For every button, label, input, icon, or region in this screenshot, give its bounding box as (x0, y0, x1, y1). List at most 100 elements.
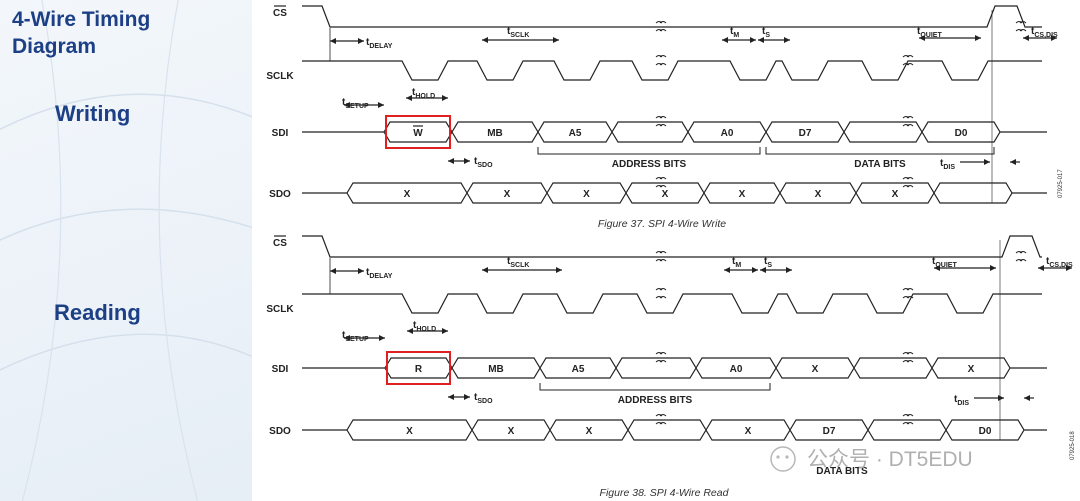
background-decoration (0, 0, 252, 501)
tsetup-label: tSETUP (342, 330, 369, 343)
tsclk-arrow-head (556, 267, 562, 273)
cs-signal-label: CS (273, 238, 287, 249)
data-bits-label: DATA BITS (816, 466, 868, 477)
sdo-break (902, 414, 914, 425)
page-title: 4-Wire Timing Diagram (12, 8, 151, 58)
sdo-bus-label: X (739, 189, 746, 200)
sdo-bus-label: X (404, 189, 411, 200)
ts-label: tS (762, 26, 770, 39)
sdi-bus-cell (853, 357, 933, 379)
sdi-bus-label: R (415, 364, 423, 375)
sdo-signal-label: SDO (269, 426, 291, 437)
tcsdis-arrow-head (1066, 265, 1072, 271)
tsclk-arrow-head (553, 37, 559, 43)
tsdo-label: tSDO (474, 392, 493, 405)
wechat-logo-icon (770, 446, 796, 472)
tcsdis-label: tCS,DIS (1031, 26, 1058, 39)
sdi-bus-label: MB (488, 364, 504, 375)
ts-arrow-head (784, 37, 790, 43)
tcsdis-label: tCS,DIS (1046, 256, 1073, 269)
sdo-bus-label: X (892, 189, 899, 200)
sdo-signal-label: SDO (269, 189, 291, 200)
sdo-bus-label: D0 (979, 426, 992, 437)
sdo-bus-label: D7 (823, 426, 836, 437)
sdi-bus-label: D0 (955, 128, 968, 139)
sdo-bus-label: X (583, 189, 590, 200)
tquiet-arrow-head (934, 265, 940, 271)
tsclk-label: tSCLK (507, 256, 529, 269)
sdo-bus-cell (627, 419, 707, 441)
sdo-bus-label: X (662, 189, 669, 200)
watermark: 公众号 · DT5EDU (807, 448, 973, 471)
thold-label: tHOLD (413, 320, 436, 333)
tsclk-arrow-head (482, 267, 488, 273)
sclk-signal-label: SCLK (266, 71, 294, 82)
sdi-bus-label: X (812, 364, 819, 375)
sdi-bus-label: A0 (730, 364, 743, 375)
address-bits-brace (539, 383, 771, 391)
tsetup-arrow-head (344, 335, 350, 341)
tsdo-arrow-head (464, 158, 470, 164)
tdis-label: tDIS (954, 394, 969, 407)
sdi-break (902, 116, 914, 127)
tsdo-arrow-head (448, 394, 454, 400)
tcsdis-arrow-head (1038, 265, 1044, 271)
cs-waveform (302, 235, 1042, 258)
wechat-logo-icon-eye (776, 455, 780, 459)
tsclk-arrow-head (482, 37, 488, 43)
sdi-signal-label: SDI (272, 128, 289, 139)
tsdo-arrow-head (464, 394, 470, 400)
sclk-waveform (302, 293, 1042, 314)
tdelay-label: tDELAY (366, 37, 393, 50)
address-bits-label: ADDRESS BITS (612, 159, 687, 170)
tquiet-label: tQUIET (932, 256, 957, 269)
sdi-bus-cell (615, 357, 697, 379)
tm-arrow-head (722, 37, 728, 43)
sclk-waveform (302, 60, 1042, 81)
tquiet-arrow-head (919, 35, 925, 41)
tdis-label: tDIS (940, 158, 955, 171)
tdelay-arrow-head (330, 38, 336, 44)
address-bits-brace (537, 147, 761, 155)
tsetup-label: tSETUP (342, 97, 369, 110)
thold-arrow-head (442, 95, 448, 101)
tdelay-arrow-head (330, 268, 336, 274)
thold-arrow-head (406, 95, 412, 101)
tm-arrow-head (750, 37, 756, 43)
sdi-bus-cell (611, 121, 689, 143)
tsdo-arrow-head (448, 158, 454, 164)
sdo-break (902, 177, 914, 188)
tsetup-arrow-head (379, 335, 385, 341)
writing-label: Writing (55, 101, 131, 126)
figure-caption: Figure 37. SPI 4-Wire Write (598, 218, 726, 230)
sdi-break (902, 352, 914, 363)
sdo-bus-label: X (586, 426, 593, 437)
tsetup-arrow-head (378, 102, 384, 108)
tsetup-arrow-head (344, 102, 350, 108)
wechat-logo-icon-eye (785, 455, 789, 459)
sdi-bus-label: X (968, 364, 975, 375)
sdi-break (655, 116, 667, 127)
side-code: 07925-018 (1070, 431, 1076, 460)
thold-arrow-head (442, 328, 448, 334)
sdo-bus-label: X (815, 189, 822, 200)
tdelay-arrow-head (358, 38, 364, 44)
cs-break (1015, 21, 1027, 32)
tsclk-label: tSCLK (507, 26, 529, 39)
sdo-bus-label: X (406, 426, 413, 437)
sdo-bus-label: X (508, 426, 515, 437)
sdo-break (655, 414, 667, 425)
tdis-arrow-head (998, 395, 1004, 401)
left-panel: 4-Wire Timing Diagram Writing Reading (0, 0, 252, 501)
tcsdis-arrow-head (1023, 35, 1029, 41)
tquiet-label: tQUIET (917, 26, 942, 39)
reading-label: Reading (54, 300, 141, 325)
sdi-bus-label: D7 (799, 128, 812, 139)
sdi-bus-label: A0 (721, 128, 734, 139)
data-bits-brace (765, 147, 995, 155)
data-bits-label: DATA BITS (854, 159, 906, 170)
sclk-break (655, 288, 667, 299)
sdi-bus-label: A5 (569, 128, 582, 139)
